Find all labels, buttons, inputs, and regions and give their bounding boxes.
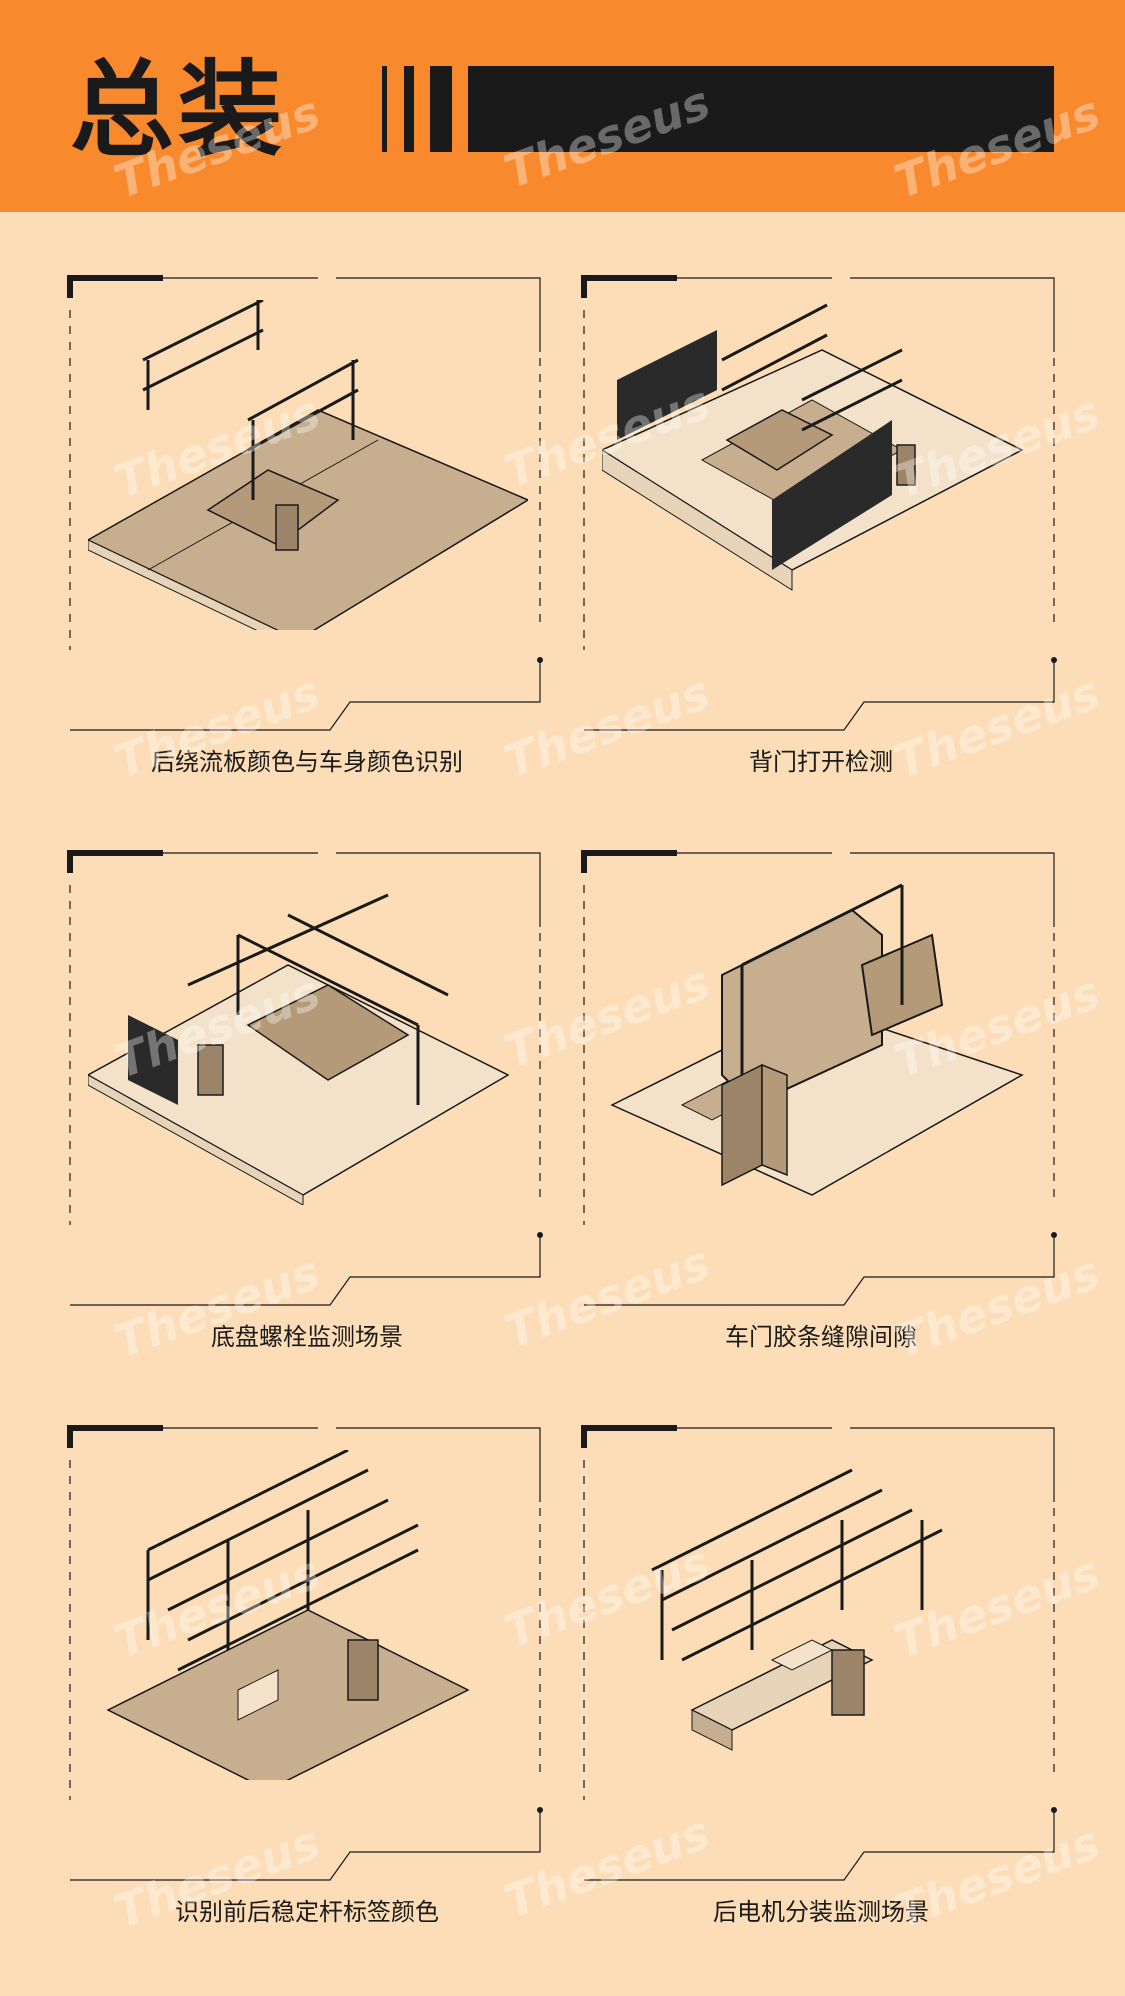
scene-illustration <box>88 300 528 630</box>
header-stripe-3 <box>430 66 452 152</box>
scene-illustration <box>651 1468 943 1751</box>
scene-card: 识别前后稳定杆标签颜色 <box>67 1420 546 1940</box>
scene-card: 后绕流板颜色与车身颜色识别 <box>67 270 546 790</box>
scene-caption: 后电机分装监测场景 <box>713 1898 929 1926</box>
header-black-bar <box>468 66 1054 152</box>
scene-caption: 后绕流板颜色与车身颜色识别 <box>151 748 463 776</box>
scene-caption: 车门胶条缝隙间隙 <box>725 1323 917 1351</box>
scene-card: 背门打开检测 <box>581 270 1060 790</box>
card-frame <box>581 850 1057 1306</box>
scene-illustration <box>602 303 1024 591</box>
page-title: 总装 <box>70 49 287 171</box>
scene-card: 底盘螺栓监测场景 <box>67 845 546 1365</box>
scene-illustration <box>610 883 1024 1196</box>
card-frame <box>581 1425 1057 1881</box>
scene-caption: 背门打开检测 <box>749 748 893 776</box>
card-frame <box>581 275 1057 731</box>
card-frame <box>67 275 543 731</box>
scene-illustration <box>106 1450 470 1780</box>
scene-caption: 识别前后稳定杆标签颜色 <box>175 1898 439 1926</box>
card-frame <box>67 1425 543 1881</box>
scene-card: 后电机分装监测场景 <box>581 1420 1060 1940</box>
scene-caption: 底盘螺栓监测场景 <box>211 1323 403 1351</box>
header-banner: 总装 <box>0 0 1125 212</box>
scene-illustration <box>88 893 510 1205</box>
header-stripe-2 <box>404 66 414 152</box>
card-frame <box>67 850 543 1306</box>
header-stripe-1 <box>382 66 387 152</box>
scene-card: 车门胶条缝隙间隙 <box>581 845 1060 1365</box>
